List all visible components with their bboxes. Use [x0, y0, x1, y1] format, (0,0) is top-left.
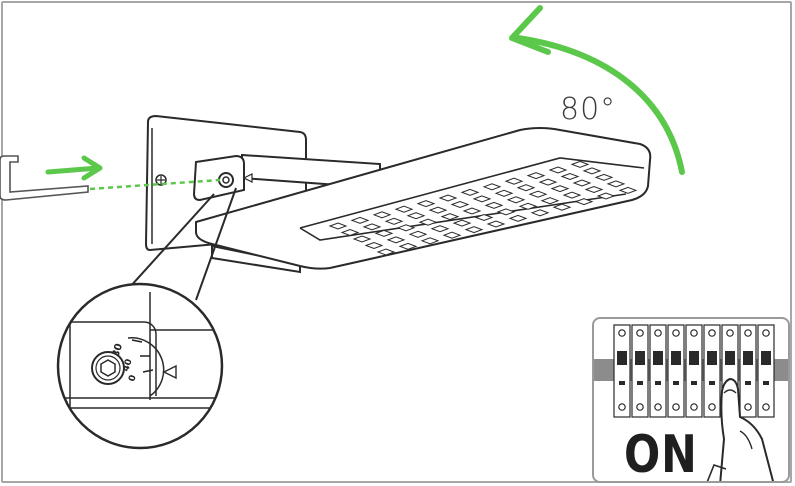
led-lens: [408, 230, 428, 238]
led-lens: [606, 180, 626, 188]
circuit-breaker: [631, 324, 649, 418]
circuit-breaker: [685, 324, 703, 418]
led-lens: [406, 212, 426, 220]
led-lens: [442, 231, 462, 239]
luminaire-body: [195, 127, 652, 270]
led-lens: [430, 225, 450, 233]
led-lens: [552, 203, 572, 211]
led-lens: [398, 242, 418, 250]
tilt-angle-label: 80°: [560, 92, 617, 127]
led-lens: [440, 213, 460, 221]
led-lens: [582, 167, 602, 175]
led-lens: [328, 222, 348, 230]
led-lens: [584, 185, 604, 194]
dial-mark-0: 0: [127, 374, 138, 383]
led-lens: [574, 198, 594, 206]
led-lens: [362, 223, 382, 231]
led-lens: [526, 172, 546, 180]
circuit-breaker: [757, 324, 775, 418]
led-lens: [560, 172, 580, 181]
led-lens: [416, 200, 436, 208]
led-lens: [508, 214, 528, 222]
led-lens: [460, 188, 480, 196]
led-lens: [394, 205, 414, 213]
led-lens: [462, 207, 482, 215]
led-lens: [352, 235, 372, 243]
led-lens: [540, 197, 560, 205]
led-lens: [364, 241, 384, 250]
led-lens: [496, 208, 516, 216]
led-lens: [594, 173, 614, 181]
circuit-breaker-row: [613, 324, 775, 418]
circuit-breaker: [649, 324, 667, 418]
led-lens: [572, 179, 592, 187]
led-lens: [340, 228, 360, 237]
led-lens: [372, 211, 392, 219]
led-lens: [350, 216, 370, 224]
led-lens: [548, 166, 568, 174]
led-lens: [482, 183, 502, 191]
led-lens: [562, 191, 582, 199]
hand-icon: [706, 378, 774, 481]
led-lens: [486, 220, 506, 228]
led-lens: [376, 248, 396, 256]
led-lens: [596, 192, 616, 200]
led-lens: [396, 224, 416, 232]
rotate-arrow-icon: [509, 5, 685, 175]
led-lens: [538, 178, 558, 186]
detail-magnifier: 80 40 0: [56, 282, 224, 450]
led-lens: [428, 206, 448, 214]
led-lens: [550, 185, 570, 193]
pointer-triangle-icon: [162, 364, 177, 380]
switch-on-label: ON: [624, 425, 698, 483]
led-lens-array: [328, 160, 638, 256]
led-lens: [472, 195, 492, 203]
callout-line-right: [195, 187, 237, 301]
led-lens: [506, 196, 526, 204]
led-lens: [450, 200, 470, 209]
led-lens: [494, 189, 514, 197]
led-lens: [518, 202, 538, 210]
led-lens: [530, 209, 550, 217]
circuit-breaker: [613, 324, 631, 418]
circuit-breaker: [703, 324, 721, 418]
pivot-plate: [192, 154, 253, 202]
led-lens: [386, 236, 406, 244]
led-lens: [618, 186, 638, 194]
led-lens: [504, 177, 524, 185]
insert-arrow-icon: [45, 155, 103, 181]
hex-key-icon: [0, 155, 89, 201]
led-lens: [516, 184, 536, 192]
breaker-panel-drawing: [594, 324, 788, 481]
led-lens: [384, 217, 404, 225]
led-lens: [474, 213, 494, 222]
hex-bolt-icon: [91, 351, 125, 385]
led-lens: [452, 219, 472, 227]
alignment-line: [89, 178, 221, 191]
circuit-breaker: [667, 324, 685, 418]
led-lens: [420, 237, 440, 245]
led-lens: [484, 201, 504, 209]
led-lens: [570, 160, 590, 168]
led-lens: [438, 194, 458, 202]
circuit-breaker: [739, 324, 757, 418]
breaker-panel-inset: ON: [592, 317, 790, 483]
led-lens: [418, 218, 438, 226]
led-lens: [528, 190, 548, 198]
led-lens: [464, 226, 484, 234]
led-lens: [374, 229, 394, 237]
